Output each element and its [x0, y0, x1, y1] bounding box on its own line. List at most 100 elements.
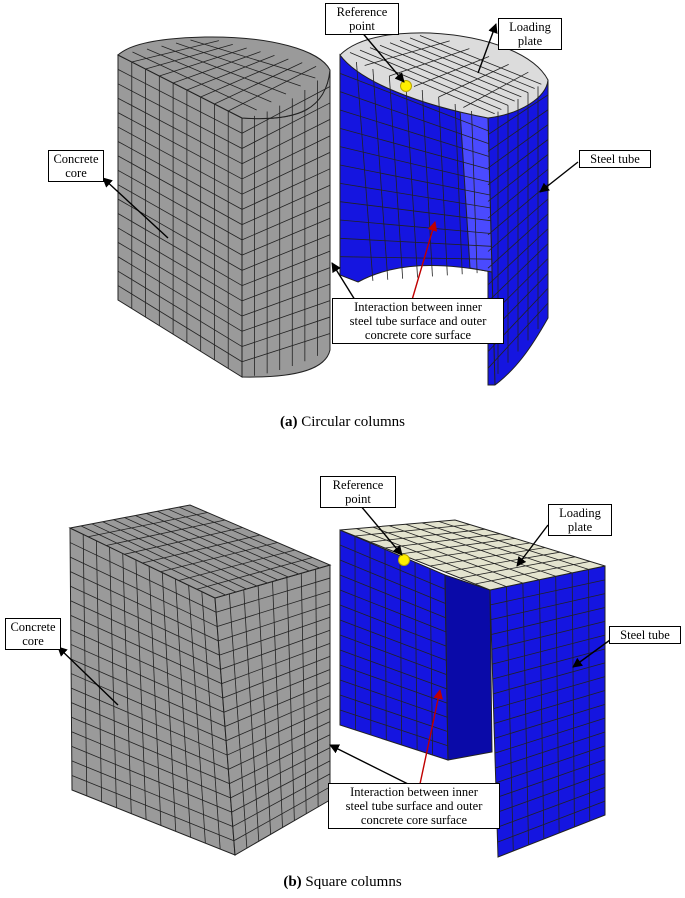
label-reference-point-a: Reference point: [325, 3, 399, 35]
label-interaction-a: Interaction between inner steel tube sur…: [332, 298, 504, 344]
mesh-line: [161, 45, 287, 95]
mesh-line: [117, 227, 243, 302]
mesh-line: [339, 574, 446, 619]
label-reference-point-b: Reference point: [320, 476, 396, 508]
label-interaction-b: Interaction between inner steel tube sur…: [328, 783, 500, 829]
mesh-line: [241, 184, 331, 226]
mesh-line: [117, 270, 243, 347]
mesh-line: [339, 72, 489, 132]
arrow-interaction-steel-a: [411, 221, 438, 301]
mesh-line: [227, 708, 331, 756]
label-line: Loading: [559, 506, 601, 520]
label-steel-tube-b: Steel tube: [609, 626, 681, 644]
label-concrete-core-a: Concrete core: [48, 150, 104, 182]
mesh-line: [497, 800, 606, 843]
mesh-line: [463, 71, 529, 108]
mesh-line: [117, 242, 243, 317]
mesh-line: [495, 731, 606, 769]
mesh-line: [429, 547, 546, 567]
label-line: Interaction between inner: [350, 785, 478, 799]
mesh-line: [339, 604, 447, 647]
mesh-line: [160, 542, 278, 573]
mesh-line: [241, 102, 331, 149]
label-loading-plate-b: Loading plate: [548, 504, 612, 536]
mesh-line: [117, 69, 243, 134]
mesh-line: [487, 228, 549, 286]
mesh-line: [117, 155, 243, 225]
mesh-line: [217, 590, 331, 627]
mesh-line: [132, 51, 257, 111]
circular-steel-tube: [339, 32, 549, 386]
loading-plate-square: [339, 519, 606, 591]
mesh-line: [487, 168, 549, 219]
label-line: core: [22, 634, 44, 648]
mesh-line: [117, 97, 243, 165]
mesh-line: [339, 664, 448, 704]
mesh-line: [70, 614, 222, 685]
mesh-line: [384, 533, 501, 549]
arrow-loading-plate-a: [477, 23, 498, 74]
mesh-line: [241, 151, 331, 195]
arrow-steel-tube-b: [572, 639, 611, 668]
mesh-line: [223, 669, 331, 713]
arrow-interaction-concrete-a: [331, 262, 356, 301]
label-concrete-core-b: Concrete core: [5, 618, 61, 650]
concrete-core-top-face: [117, 36, 331, 120]
label-line: concrete core surface: [360, 813, 468, 827]
mesh-line: [339, 201, 491, 222]
arrow-reference-point-a: [359, 29, 405, 83]
mesh-line: [339, 589, 447, 633]
label-line: concrete core surface: [364, 328, 472, 342]
mesh-line: [493, 676, 606, 710]
mesh-line: [88, 512, 208, 538]
label-line: steel tube surface and outer: [345, 799, 483, 813]
mesh-line: [232, 773, 331, 827]
mesh-line: [71, 775, 235, 842]
mesh-line: [487, 139, 549, 186]
mesh-line: [384, 549, 387, 741]
label-line: plate: [567, 520, 593, 534]
label-line: Reference: [336, 5, 388, 19]
mesh-line: [233, 786, 331, 842]
mesh-line: [241, 300, 331, 332]
mesh-line: [339, 109, 490, 157]
label-loading-plate-a: Loading plate: [498, 18, 562, 50]
mesh-line: [222, 656, 331, 699]
mesh-line: [339, 544, 446, 590]
mesh-line: [117, 141, 243, 210]
caption-text-a: Circular columns: [301, 414, 405, 430]
mesh-line: [117, 213, 243, 286]
mesh-line: [399, 555, 403, 746]
label-line: Reference: [332, 478, 384, 492]
mesh-line: [496, 786, 606, 828]
mesh-line: [71, 745, 232, 813]
mesh-line: [493, 690, 606, 724]
label-line: core: [65, 166, 87, 180]
mesh-line: [241, 316, 331, 347]
mesh-line: [70, 585, 220, 656]
mesh-line: [354, 524, 471, 537]
mesh-line: [117, 83, 243, 149]
mesh-line: [389, 48, 470, 77]
square-concrete-core: [68, 504, 332, 856]
mesh-line: [117, 169, 243, 241]
mesh-line: [339, 237, 492, 247]
mesh-line: [117, 112, 243, 180]
mesh-line: [399, 538, 516, 555]
mesh-line: [487, 302, 549, 369]
panel-a-circular: [102, 23, 579, 386]
mesh-line: [339, 559, 446, 604]
mesh-line: [241, 135, 331, 180]
label-line: steel tube surface and outer: [349, 314, 487, 328]
mesh-line: [241, 119, 331, 165]
concrete-core-mesh: [117, 39, 331, 376]
label-line: Steel tube: [590, 152, 640, 166]
mesh-line: [339, 256, 492, 260]
mesh-line: [487, 109, 549, 152]
label-line: Concrete: [53, 152, 99, 166]
mesh-line: [487, 213, 549, 269]
square-steel-inner-side: [444, 574, 493, 761]
mesh-line: [142, 534, 261, 564]
label-line: Concrete: [10, 620, 56, 634]
mesh-line: [491, 620, 606, 650]
